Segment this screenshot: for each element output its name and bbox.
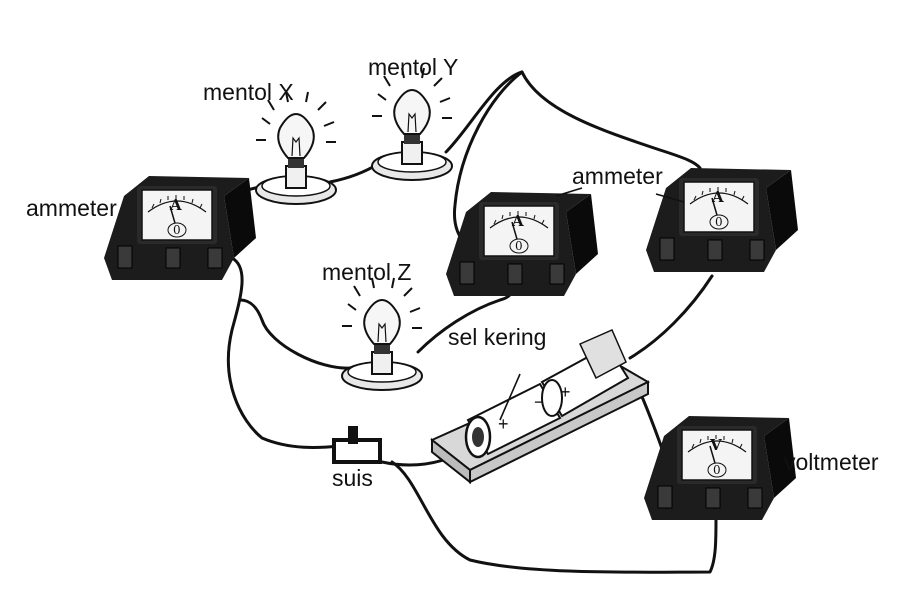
switch[interactable] — [332, 426, 382, 464]
cell-1-plus: + — [498, 414, 509, 434]
dry-cell-holder: + − + — [430, 329, 651, 485]
ammeter-right: A 0 — [645, 167, 799, 273]
wire-switch-to-voltmeter — [390, 460, 718, 574]
ammeter-middle-symbol: A — [511, 212, 524, 230]
ammeter-middle-zero: 0 — [515, 239, 523, 253]
ammeter-middle: A 0 — [445, 191, 599, 297]
wire-junction-to-ammeter-right — [520, 70, 702, 170]
ammeter-right-leader — [655, 193, 685, 203]
ammeter-left: A 0 — [103, 175, 257, 281]
wire-ammeter-right-to-cell — [628, 274, 714, 360]
dry-cell-2: + — [540, 329, 630, 418]
wire-bulb-x-to-bulb-y — [328, 162, 380, 184]
label-bulb-z: mentol Z — [322, 259, 411, 285]
label-bulb-y: mentol Y — [368, 54, 458, 80]
ammeter-left-symbol: A — [169, 196, 182, 214]
label-voltmeter: voltmeter — [784, 449, 879, 475]
wires — [227, 70, 718, 574]
label-dry-cell: sel kering — [448, 324, 546, 350]
bulb-z — [341, 277, 423, 391]
ammeter-right-symbol: A — [711, 188, 724, 206]
bulb-y — [371, 67, 453, 181]
voltmeter: V 0 — [643, 415, 797, 521]
label-switch: suis — [332, 465, 373, 491]
bulb-x — [255, 91, 337, 205]
wire-bulb-z-left — [238, 298, 352, 370]
cell-2-plus: + — [560, 382, 571, 402]
label-ammeter-left: ammeter — [26, 195, 117, 221]
wire-bulb-y-to-junction — [444, 70, 524, 154]
label-ammeter-right: ammeter — [572, 163, 663, 189]
voltmeter-zero: 0 — [713, 463, 721, 477]
cell-pointer-line — [499, 373, 521, 421]
wire-ammeter-left-to-switch — [227, 256, 342, 449]
label-bulb-x: mentol X — [203, 79, 294, 105]
dry-cell-1: + − — [464, 382, 562, 459]
voltmeter-symbol: V — [709, 436, 722, 454]
ammeter-right-zero: 0 — [715, 215, 723, 229]
ammeter-middle-leader — [555, 187, 583, 197]
ammeter-left-zero: 0 — [173, 223, 181, 237]
cell-1-minus: − — [534, 392, 545, 412]
